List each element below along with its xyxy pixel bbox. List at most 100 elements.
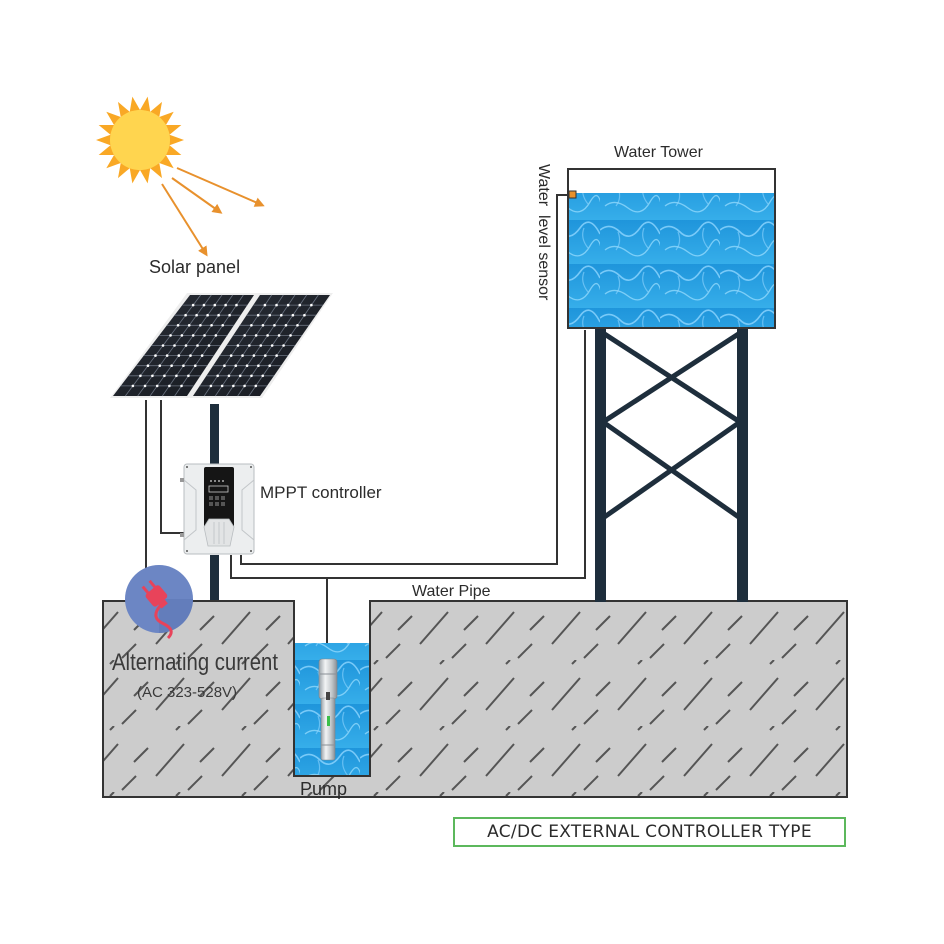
panel-cell-dot: [236, 344, 240, 347]
panel-cell-dot: [180, 334, 184, 337]
sun-ray: [98, 124, 115, 135]
panel-cell-dot: [310, 303, 313, 307]
panel-cell-dot: [210, 324, 213, 327]
tank-water: [568, 193, 775, 328]
panel-cell-dot: [291, 313, 295, 317]
controller-to-sensor-wire: [240, 194, 572, 565]
panel-cell-dot: [191, 303, 195, 307]
panel-mast: [210, 404, 219, 464]
panel-cell-dot: [175, 374, 178, 378]
panel-cell-dot: [155, 384, 159, 388]
panel-cell-dot: [268, 364, 271, 368]
panel-cell-dot: [254, 384, 258, 388]
panel-cell-dot: [234, 364, 238, 368]
panel-cell-dot: [169, 334, 172, 337]
panel-cell-dot: [206, 313, 209, 317]
panel-cell-dot: [280, 313, 283, 317]
panel-cell-dot: [232, 384, 235, 388]
panel-cell-dot: [216, 374, 219, 378]
panel-cell-dot: [195, 313, 198, 317]
ac-voltage-range-label: (AC 323-528V): [137, 684, 237, 701]
solar-panel-label: Solar panel: [149, 257, 240, 277]
panel-cell-dot: [261, 374, 265, 378]
controller-type-badge-text: AC/DC EXTERNAL CONTROLLER TYPE: [487, 822, 812, 842]
panel-cell-dot: [266, 334, 269, 337]
sun-ray: [165, 124, 182, 135]
sun-ray: [106, 155, 121, 169]
panel-cell-dot: [177, 354, 181, 357]
panel-cell-dot: [263, 354, 267, 357]
panel-cell-dot: [277, 334, 281, 337]
panel-cell-dot: [275, 354, 278, 357]
panel-cell-dot: [245, 364, 249, 368]
water-tower-label: Water Tower: [614, 144, 704, 161]
sun-ray: [140, 96, 151, 112]
sun-ray: [169, 134, 184, 146]
panel-cell-dot: [259, 344, 263, 347]
panel-cell-dot: [143, 384, 147, 388]
panel-cell-dot: [243, 334, 246, 337]
sunlight-arrow: [176, 167, 265, 207]
sunlight-arrow: [161, 183, 208, 257]
panel-cell-dot: [248, 344, 251, 347]
panel-cell-dot: [223, 364, 226, 368]
sun-ray: [159, 155, 174, 169]
panel-cell-dot: [168, 384, 171, 388]
panel-cell-dot: [235, 303, 238, 307]
controller-type-badge: AC/DC EXTERNAL CONTROLLER TYPE: [453, 817, 846, 847]
panel-cell-dot: [221, 324, 225, 327]
panel-cell-dot: [229, 354, 233, 357]
panel-cell-dot: [282, 344, 285, 347]
panel-cell-dot: [165, 354, 169, 357]
sunlight-arrow: [171, 177, 223, 214]
sunlight-arrows: [161, 167, 265, 257]
panel-cell-dot: [158, 364, 162, 368]
alternating-current-label: Alternating current: [112, 649, 278, 676]
sun-icon: [96, 96, 184, 184]
water-level-sensor-label: Water level sensor: [535, 164, 552, 301]
panel-cell-dot: [217, 313, 220, 317]
controller-to-pump-wire: [230, 330, 586, 579]
panel-cell-dot: [173, 344, 176, 347]
pump-label: Pump: [300, 779, 347, 799]
panel-cell-dot: [254, 334, 258, 337]
water-level-sensor-icon: [568, 190, 577, 199]
panel-cell-dot: [257, 364, 260, 368]
tank-outline: [567, 168, 776, 329]
panel-cell-dot: [296, 324, 299, 327]
panel-cell-dot: [268, 313, 272, 317]
sun-ray: [159, 111, 174, 125]
panel-cell-dot: [241, 354, 244, 357]
sun-ray: [96, 134, 111, 146]
tower-frame: [595, 329, 748, 602]
panel-cell-dot: [193, 364, 197, 368]
power-plug-icon: [125, 565, 193, 640]
panel-cell-dot: [170, 364, 173, 368]
panel-cell-dot: [207, 344, 211, 347]
panel-cell-dot: [161, 344, 165, 347]
panel-cell-dot: [252, 354, 256, 357]
panel-cell-dot: [203, 334, 206, 337]
panel-cell-dot: [189, 354, 192, 357]
solar-panel-icon: [110, 293, 333, 398]
panel-cell-dot: [213, 303, 217, 307]
panel-cell-dot: [228, 313, 231, 317]
panel-cell-dot: [187, 374, 190, 378]
panel-cell-dot: [139, 374, 142, 378]
panel-cell-dot: [146, 364, 150, 368]
panel-cell-dot: [261, 324, 265, 327]
sun-ray: [165, 145, 182, 156]
panel-cell-dot: [191, 334, 195, 337]
panel-cell-dot: [176, 324, 180, 327]
mppt-controller-icon: [180, 463, 255, 555]
panel-cell-dot: [289, 334, 292, 337]
sun-ray: [106, 111, 121, 125]
panel-cell-dot: [286, 303, 290, 307]
mppt-controller-label: MPPT controller: [260, 483, 382, 502]
panel-cell-dot: [200, 354, 204, 357]
panel-cell-dot: [196, 344, 199, 347]
sun-ray: [140, 168, 151, 184]
sun-ray: [129, 168, 140, 184]
panel-cell-dot: [243, 384, 246, 388]
